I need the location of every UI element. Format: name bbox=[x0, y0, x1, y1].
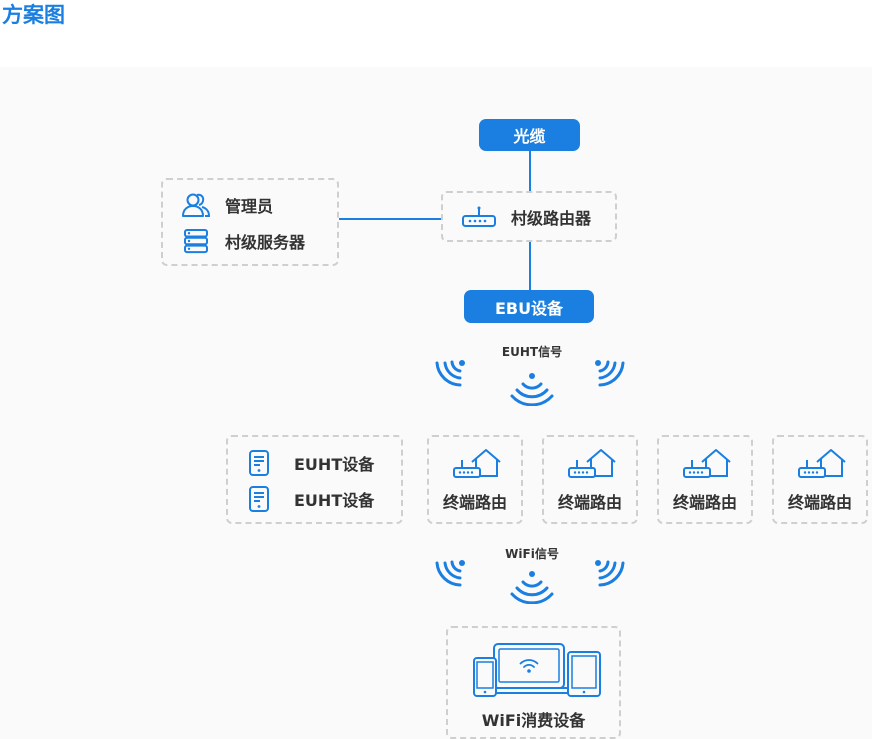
euht-devices-box: EUHT设备 EUHT设备 bbox=[226, 435, 403, 524]
wifi-signal-icon bbox=[435, 360, 465, 387]
fiber-label: 光缆 bbox=[513, 127, 546, 146]
euht-device-label: EUHT设备 bbox=[294, 491, 375, 510]
ebu-label: EBU设备 bbox=[494, 298, 564, 318]
wifi-signal-icon bbox=[595, 560, 625, 587]
wifi-signal-icon bbox=[510, 571, 554, 604]
server-icon bbox=[184, 229, 208, 254]
devices-icon bbox=[473, 643, 601, 697]
home-router-icon bbox=[798, 449, 846, 478]
village-server-row: 村级服务器 bbox=[181, 228, 305, 254]
village-router-label: 村级路由器 bbox=[511, 209, 592, 228]
village-server-label: 村级服务器 bbox=[225, 233, 306, 252]
device-icon bbox=[249, 486, 269, 512]
terminal-router-label: 终端路由 bbox=[557, 493, 622, 512]
wifi-consumer-label: WiFi消费设备 bbox=[481, 711, 586, 730]
page-title: 方案图 bbox=[2, 3, 65, 27]
fiber-node: 光缆 bbox=[479, 119, 580, 151]
ebu-node: EBU设备 bbox=[464, 290, 594, 323]
wifi-signal-label: WiFi信号 bbox=[505, 547, 559, 561]
terminal-router-label: 终端路由 bbox=[442, 493, 507, 512]
euht-device-row: EUHT设备 bbox=[248, 450, 374, 476]
wifi-signal-icon bbox=[595, 360, 625, 387]
users-icon bbox=[182, 193, 211, 217]
admin-label: 管理员 bbox=[225, 197, 274, 216]
router-icon bbox=[462, 206, 496, 227]
euht-device-row: EUHT设备 bbox=[248, 486, 374, 512]
village-router-row: 村级路由器 bbox=[461, 205, 591, 229]
home-router-icon bbox=[683, 449, 731, 478]
admin-server-box: 管理员 村级服务器 bbox=[161, 178, 339, 266]
wifi-signal-icon bbox=[435, 560, 465, 587]
terminal-router-box: 终端路由 bbox=[427, 435, 523, 524]
server-to-router-line bbox=[338, 218, 442, 220]
euht-device-label: EUHT设备 bbox=[294, 455, 375, 474]
wifi-consumer-box: WiFi消费设备 bbox=[446, 626, 621, 739]
home-router-icon bbox=[453, 449, 501, 478]
fiber-to-router-line bbox=[529, 150, 531, 192]
village-router-box: 村级路由器 bbox=[441, 191, 617, 242]
euht-signal-label: EUHT信号 bbox=[501, 345, 563, 359]
admin-row: 管理员 bbox=[181, 192, 273, 218]
diagram-canvas: 光缆 管理员 村级服务器 bbox=[0, 67, 872, 739]
terminal-router-label: 终端路由 bbox=[672, 493, 737, 512]
terminal-router-box: 终端路由 bbox=[772, 435, 868, 524]
home-router-icon bbox=[568, 449, 616, 478]
terminal-router-label: 终端路由 bbox=[787, 493, 852, 512]
wifi-signal-icon bbox=[510, 373, 554, 406]
device-icon bbox=[249, 450, 269, 476]
terminal-router-box: 终端路由 bbox=[542, 435, 638, 524]
router-to-ebu-line bbox=[529, 241, 531, 291]
terminal-router-box: 终端路由 bbox=[657, 435, 753, 524]
